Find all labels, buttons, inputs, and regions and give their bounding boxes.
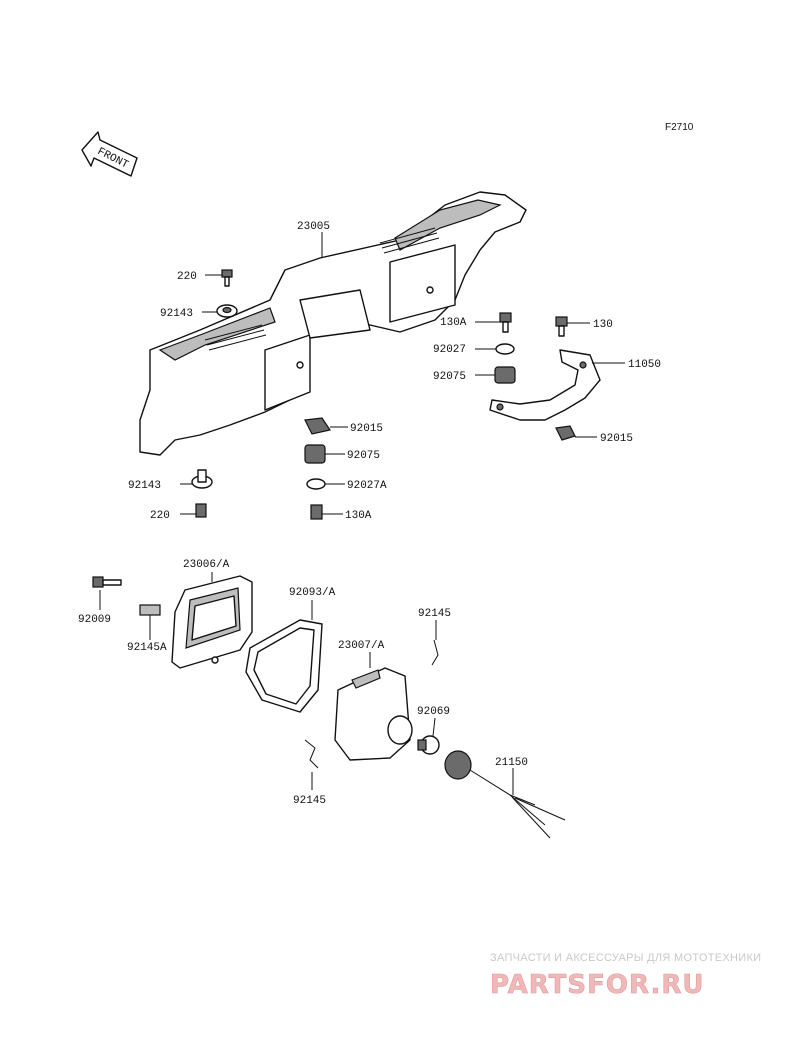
label-220-top: 220 [177,271,197,283]
nut-92015-mid [304,417,331,435]
bolt-220-bottom [195,503,207,518]
label-92143-bottom: 92143 [128,480,161,492]
washer-92143-bottom [191,469,213,489]
gasket-92093A [245,619,323,713]
spring-92145A [139,604,161,616]
label-130A-top: 130A [440,317,467,329]
bulb-92069 [417,735,440,755]
bolt-220-top [221,269,233,287]
label-92143-top: 92143 [160,308,193,320]
label-92009: 92009 [78,614,111,626]
bracket-11050 [489,349,601,421]
watermark-tagline: ЗАПЧАСТИ И АКСЕССУАРЫ ДЛЯ МОТОТЕХНИКИ [490,952,761,964]
label-92093A: 92093/A [289,587,336,599]
label-92075-mid: 92075 [347,450,380,462]
clip-92145-bottom [304,739,319,769]
label-92145A: 92145A [127,642,167,654]
label-23006A: 23006/A [183,559,230,571]
headlight-rim-23006A [171,575,253,669]
washer-92027-top [495,343,515,355]
label-92069: 92069 [417,706,450,718]
figure-code: F2710 [665,122,694,133]
label-92145-top: 92145 [418,608,451,620]
watermark-logo: PARTSFOR.RU [490,970,704,1000]
grille-top [379,227,440,254]
label-21150: 21150 [495,757,528,769]
grommet-92075-mid [304,444,326,464]
washer-92027A [306,478,326,490]
label-130A-bottom: 130A [345,510,372,522]
grommet-92075-top [494,366,516,384]
front-arrow-icon: FRONT [81,131,138,177]
washer-92143-top [216,304,238,318]
bolt-130A-bottom [310,504,323,520]
grille-bottom [204,324,267,351]
headlight-bracket-23005 [139,191,527,456]
headlight-unit-23007A [334,667,413,761]
screw-92009 [92,576,122,588]
label-130: 130 [593,319,613,331]
nut-92015-right [555,425,576,441]
label-23007A: 23007/A [338,640,385,652]
label-92027-top: 92027 [433,344,466,356]
label-11050: 11050 [628,359,661,371]
label-92145-bottom: 92145 [293,795,326,807]
clip-92145-top [431,639,439,666]
label-23005: 23005 [297,221,330,233]
label-92075-top: 92075 [433,371,466,383]
label-92027A: 92027A [347,480,387,492]
bolt-130A-top [499,312,512,333]
socket-21150 [444,750,566,839]
leader-lines [99,232,625,795]
label-92015-mid: 92015 [350,423,383,435]
label-92015-right: 92015 [600,433,633,445]
bolt-130 [555,316,568,337]
label-220-bottom: 220 [150,510,170,522]
